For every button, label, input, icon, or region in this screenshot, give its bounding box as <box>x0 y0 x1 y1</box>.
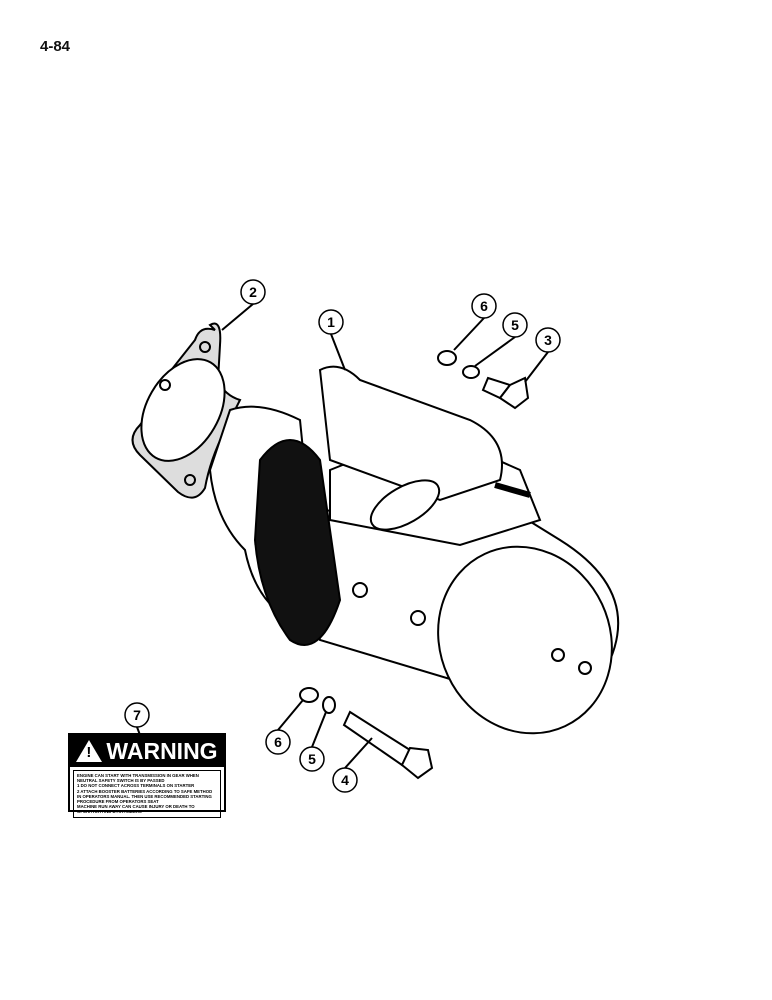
bolt-4 <box>342 710 434 780</box>
mounting-gasket <box>131 322 242 499</box>
warning-decal: ! WARNING ENGINE CAN START WITH TRANSMIS… <box>68 733 226 818</box>
svg-text:6: 6 <box>480 298 488 314</box>
callout-1: 1 <box>318 309 344 335</box>
washer-5-top <box>462 365 480 379</box>
callout-3: 3 <box>535 327 561 353</box>
page-number: 4-84 <box>40 38 71 55</box>
bolt-3 <box>481 376 530 410</box>
callout-6: 6 <box>471 293 497 319</box>
svg-text:6: 6 <box>274 734 282 750</box>
washer-5-bottom <box>322 696 336 714</box>
svg-text:3: 3 <box>544 332 552 348</box>
callout-6: 6 <box>265 729 291 755</box>
washer-6-top <box>437 350 457 366</box>
callout-7: 7 <box>124 702 150 728</box>
callout-5: 5 <box>502 312 528 338</box>
warning-triangle-icon: ! <box>76 740 103 762</box>
callout-5: 5 <box>299 746 325 772</box>
svg-text:5: 5 <box>308 751 316 767</box>
warning-text: ENGINE CAN START WITH TRANSMISSION IN GE… <box>73 770 221 818</box>
svg-text:7: 7 <box>133 707 141 723</box>
warning-header: ! WARNING <box>70 735 224 767</box>
svg-text:2: 2 <box>249 284 257 300</box>
callout-4: 4 <box>332 767 358 793</box>
washer-6-bottom <box>299 687 319 703</box>
svg-text:5: 5 <box>511 317 519 333</box>
svg-text:4: 4 <box>341 772 349 788</box>
starter-motor <box>208 365 620 735</box>
warning-title: WARNING <box>106 737 218 764</box>
callout-2: 2 <box>240 279 266 305</box>
svg-text:1: 1 <box>327 314 335 330</box>
